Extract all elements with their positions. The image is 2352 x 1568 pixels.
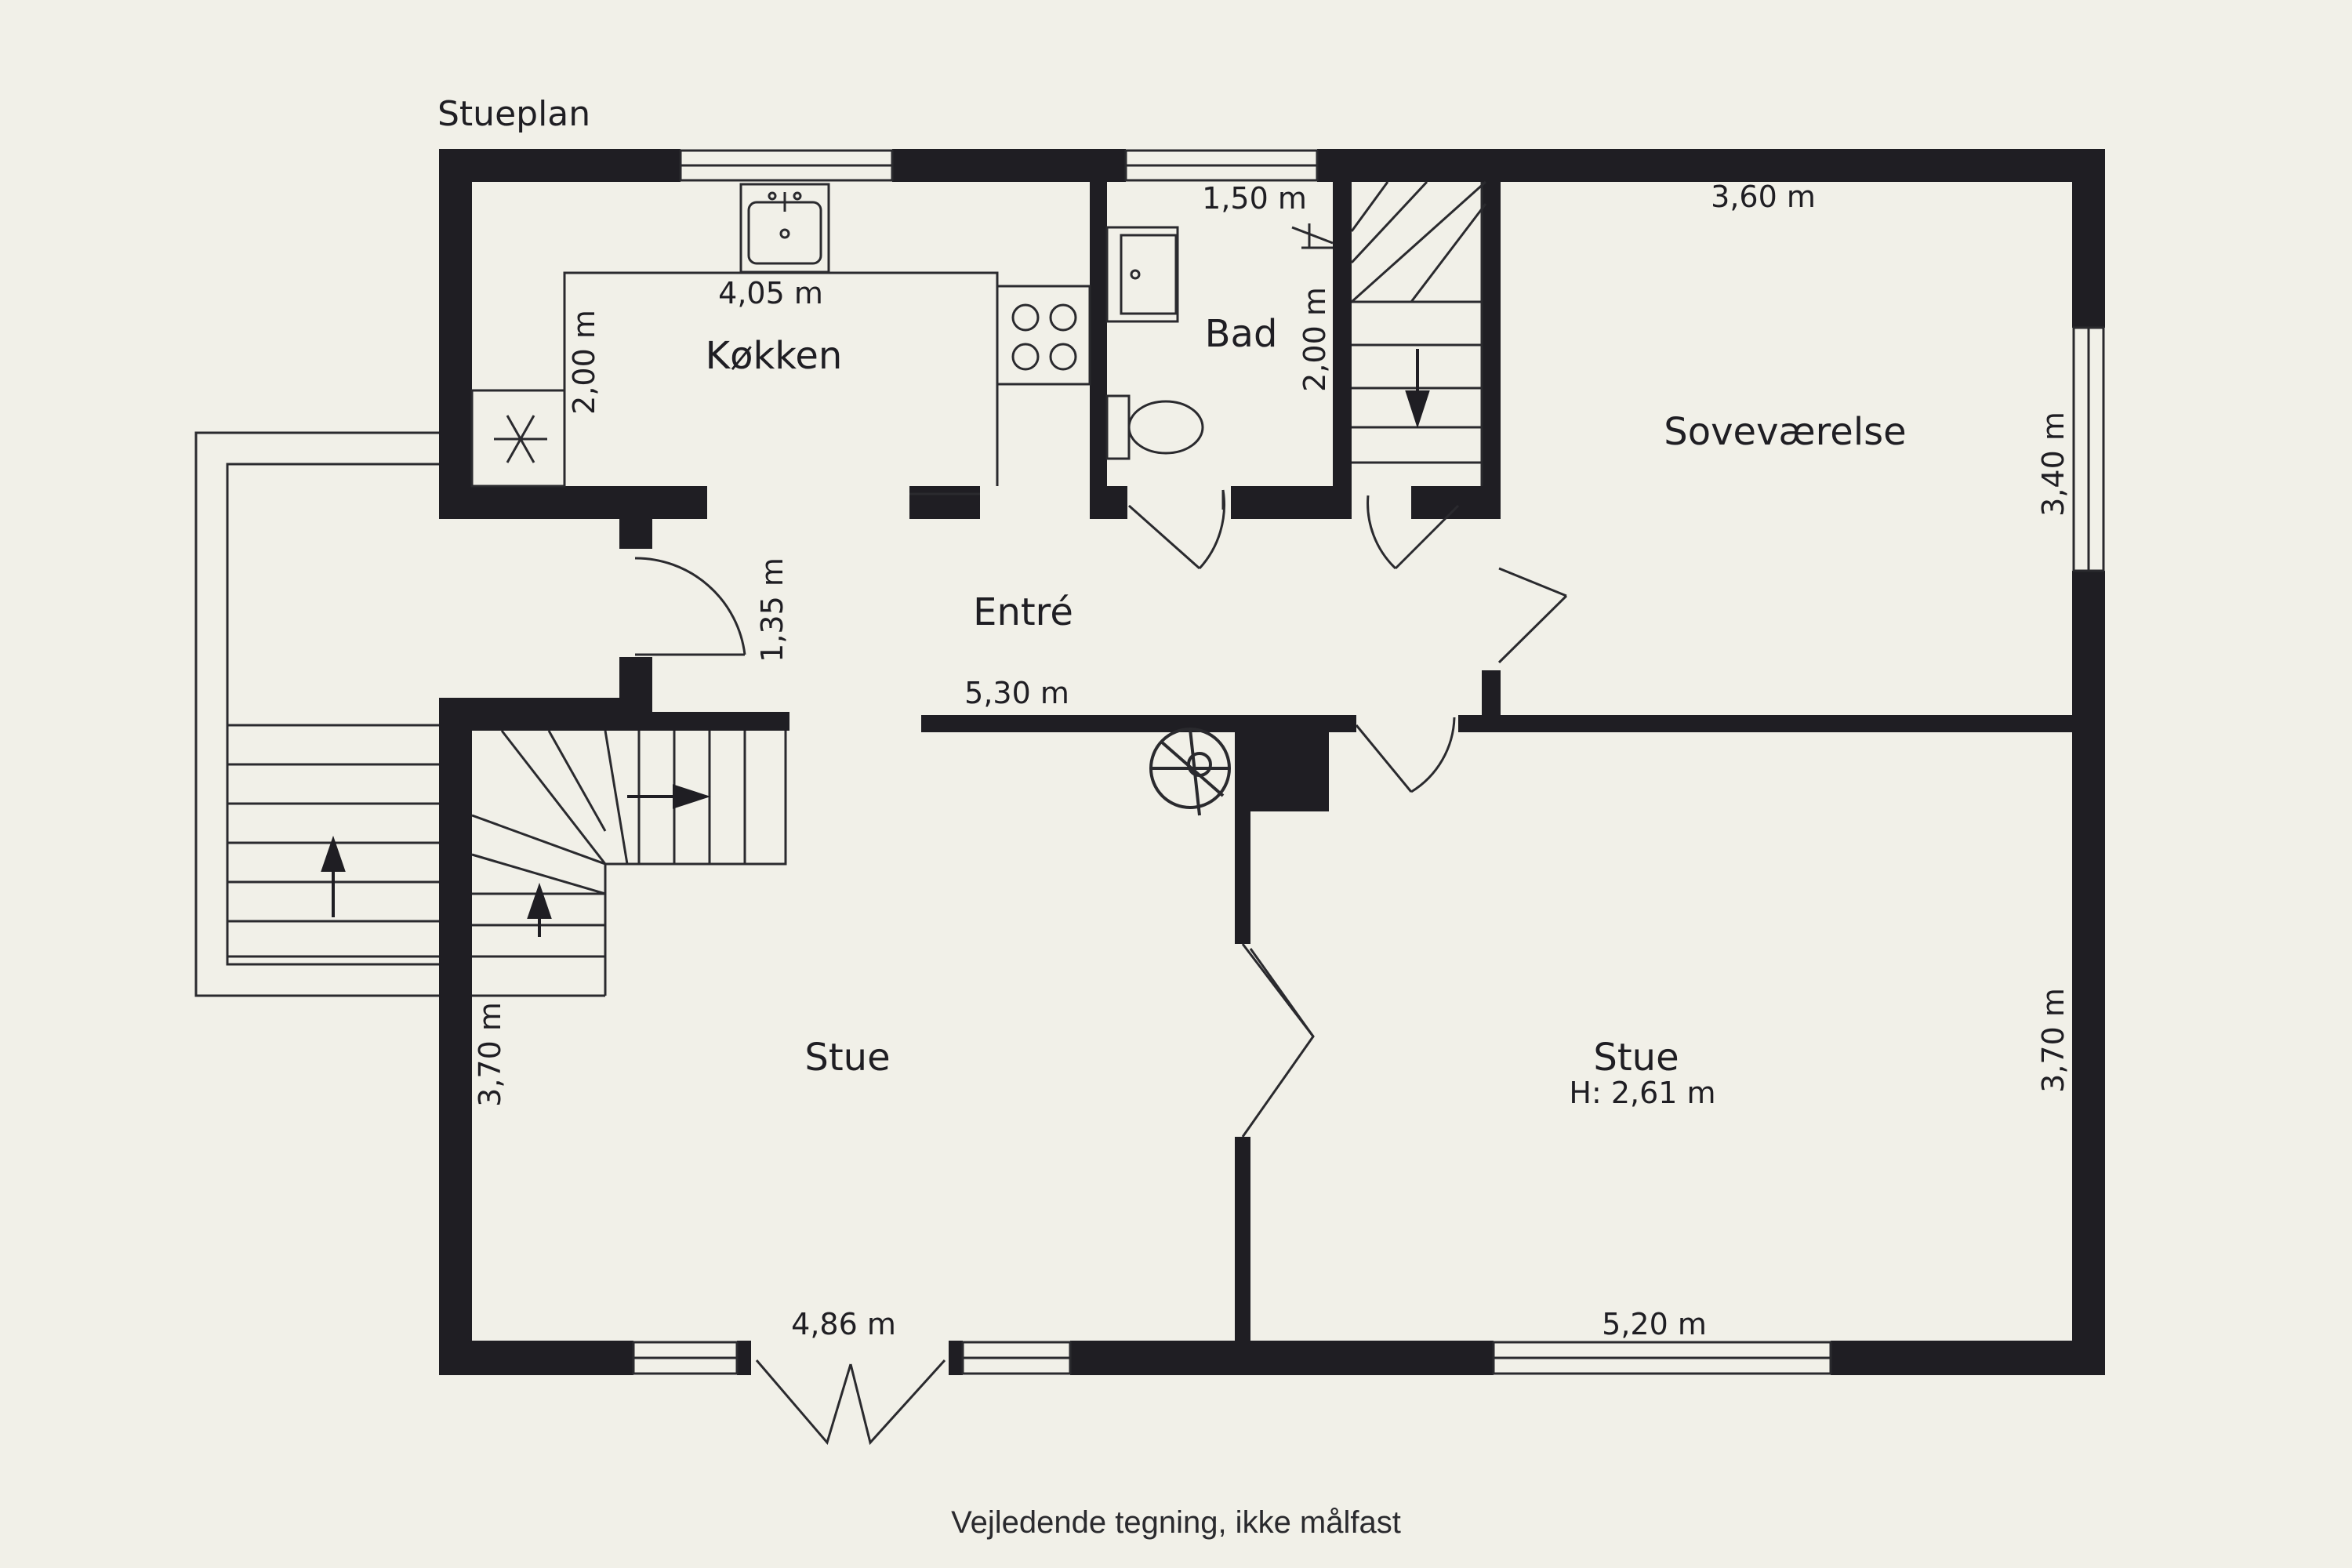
- bath-depth-dimension: 2,00 m: [1298, 287, 1332, 392]
- room-living-left-label: Stue: [804, 1036, 890, 1080]
- kitchen-depth-dimension: 2,00 m: [567, 310, 601, 415]
- sink-icon: [739, 183, 830, 274]
- bedroom-depth-dimension: 3,40 m: [2036, 412, 2071, 517]
- labels: Stueplan Køkken 4,05 m 2,00 m Bad 1,50 m…: [437, 94, 2071, 1540]
- freezer-snowflake-icon: [494, 415, 547, 463]
- walls: [439, 149, 2105, 1375]
- shower-icon: [1291, 223, 1334, 249]
- stove-icon: [1011, 303, 1077, 371]
- doors: [634, 489, 1568, 1446]
- bath-width-dimension: 1,50 m: [1202, 181, 1307, 216]
- room-kitchen-label: Køkken: [706, 334, 843, 378]
- windows: [632, 149, 2105, 1375]
- room-bedroom-label: Soveværelse: [1664, 410, 1906, 454]
- kitchen-fixtures: [470, 271, 1091, 488]
- disclaimer-note: Vejledende tegning, ikke målfast: [951, 1505, 1401, 1540]
- living-right-depth-dimension: 3,70 m: [2036, 988, 2071, 1093]
- room-bath-label: Bad: [1205, 312, 1278, 356]
- bedroom-width-dimension: 3,60 m: [1711, 180, 1816, 214]
- room-living-right-label: Stue: [1593, 1036, 1679, 1080]
- staircase-icon: [194, 180, 1487, 997]
- room-entry-label: Entré: [973, 590, 1073, 634]
- spiral-stair-icon: [1149, 728, 1231, 816]
- living-left-depth-dimension: 3,70 m: [473, 1002, 507, 1107]
- entry-width-dimension: 5,30 m: [964, 676, 1069, 710]
- washbasin-icon: [1105, 226, 1179, 323]
- living-left-width-dimension: 4,86 m: [791, 1307, 896, 1341]
- living-right-width-dimension: 5,20 m: [1602, 1307, 1707, 1341]
- plan-title: Stueplan: [437, 94, 590, 134]
- stair-direction-arrow-icon: [321, 349, 1430, 937]
- living-right-height-label: H: 2,61 m: [1569, 1076, 1715, 1110]
- entry-depth-dimension: 1,35 m: [755, 557, 789, 662]
- kitchen-width-dimension: 4,05 m: [718, 276, 823, 310]
- toilet-icon: [1105, 394, 1204, 460]
